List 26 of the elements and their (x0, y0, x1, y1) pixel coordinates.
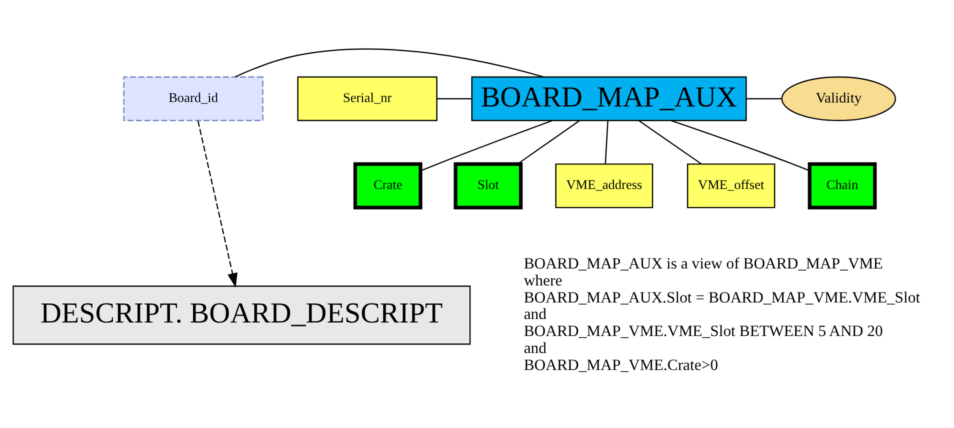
label: and (524, 306, 547, 324)
node-box: Serial_nr (297, 76, 438, 122)
arrow (197, 120, 238, 288)
connector (437, 98, 472, 100)
connector (420, 120, 553, 172)
connector (604, 120, 608, 164)
node-box: VME_offset (686, 163, 776, 208)
node-box: VME_address (555, 163, 654, 208)
node-ellipse: Validity (781, 76, 896, 122)
connector (235, 48, 544, 78)
connector (746, 98, 782, 100)
label: and (524, 340, 547, 358)
label: BOARD_MAP_AUX is a view of BOARD_MAP_VME (524, 255, 883, 272)
node-box: BOARD_MAP_AUX (471, 76, 747, 122)
label: BOARD_MAP_VME.VME_Slot BETWEEN 5 AND 20 (524, 323, 883, 340)
node-box: Board_id (123, 76, 264, 122)
label: where (524, 272, 562, 290)
label: BOARD_MAP_AUX.Slot = BOARD_MAP_VME.VME_Slot (524, 289, 920, 306)
label: BOARD_MAP_VME.Crate>0 (524, 356, 718, 374)
node-box: Crate (353, 162, 422, 210)
node-box: DESCRIPT. BOARD_DESCRIPT (12, 286, 471, 345)
connector (638, 120, 702, 164)
connector (670, 120, 810, 172)
node-box: Slot (454, 162, 523, 210)
connector (518, 120, 580, 164)
node-box: Chain (808, 162, 877, 210)
